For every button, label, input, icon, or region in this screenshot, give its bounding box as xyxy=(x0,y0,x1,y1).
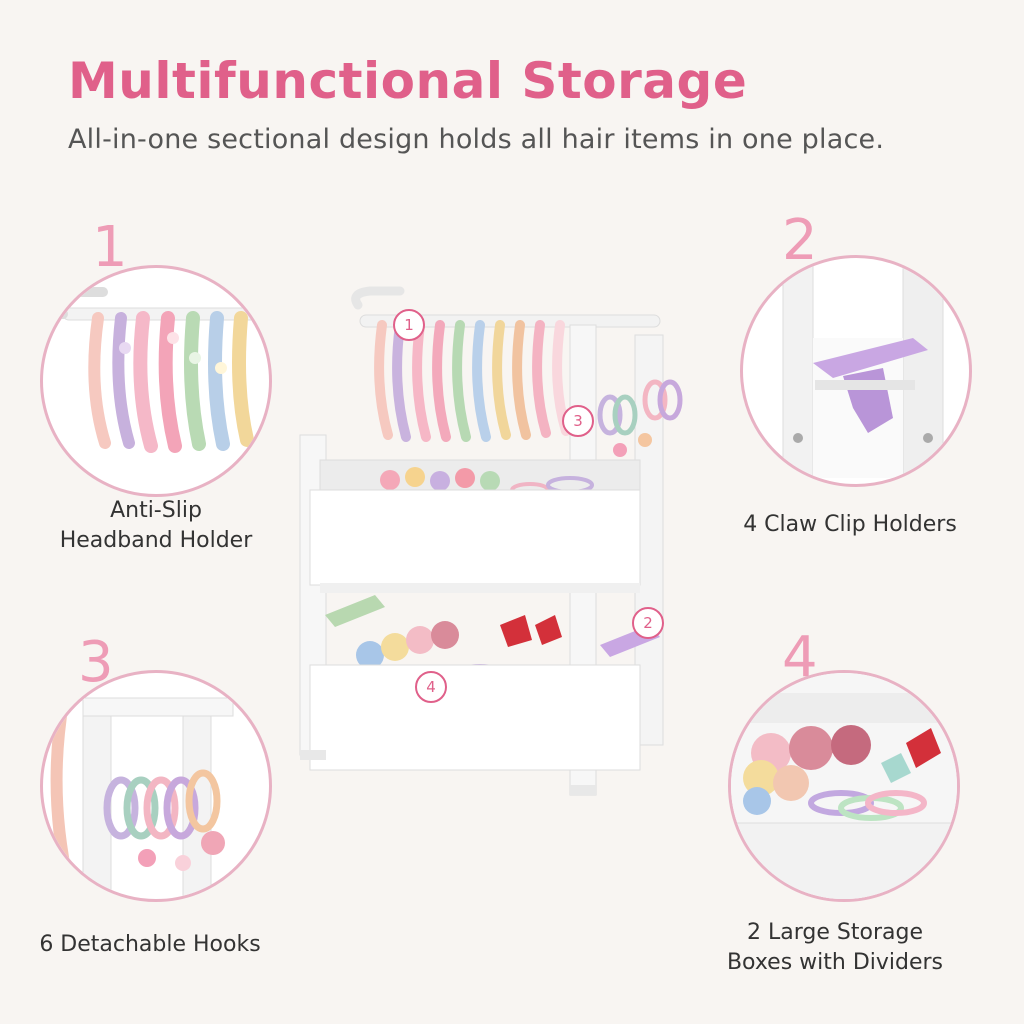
hook-icon xyxy=(50,697,234,899)
storage-rack-icon xyxy=(299,286,683,796)
headband-holder-icon xyxy=(54,287,264,453)
feature-number-2: 2 xyxy=(782,208,818,273)
feature-label-2: 4 Claw Clip Holders xyxy=(743,512,957,537)
product-badge-4: 4 xyxy=(415,671,447,703)
product-badge-1: 1 xyxy=(393,309,425,341)
product-illustration: 1 3 2 4 xyxy=(280,285,700,805)
feature-label-4: 2 Large Storage Boxes with Dividers xyxy=(726,920,944,975)
product-badge-3: 3 xyxy=(562,405,594,437)
feature-image-claw-clip xyxy=(740,255,972,487)
feature-image-storage-box xyxy=(728,670,960,902)
feature-label-1: Anti-Slip Headband Holder xyxy=(59,498,253,553)
feature-image-hooks xyxy=(40,670,272,902)
feature-label-3: 6 Detachable Hooks xyxy=(39,932,261,957)
feature-image-headband-holder xyxy=(40,265,272,497)
claw-clip-icon xyxy=(782,258,944,484)
product-badge-2: 2 xyxy=(632,607,664,639)
storage-box-icon xyxy=(731,673,957,899)
page-title: Multifunctional Storage xyxy=(68,52,748,110)
page-subtitle: All-in-one sectional design holds all ha… xyxy=(68,124,885,155)
